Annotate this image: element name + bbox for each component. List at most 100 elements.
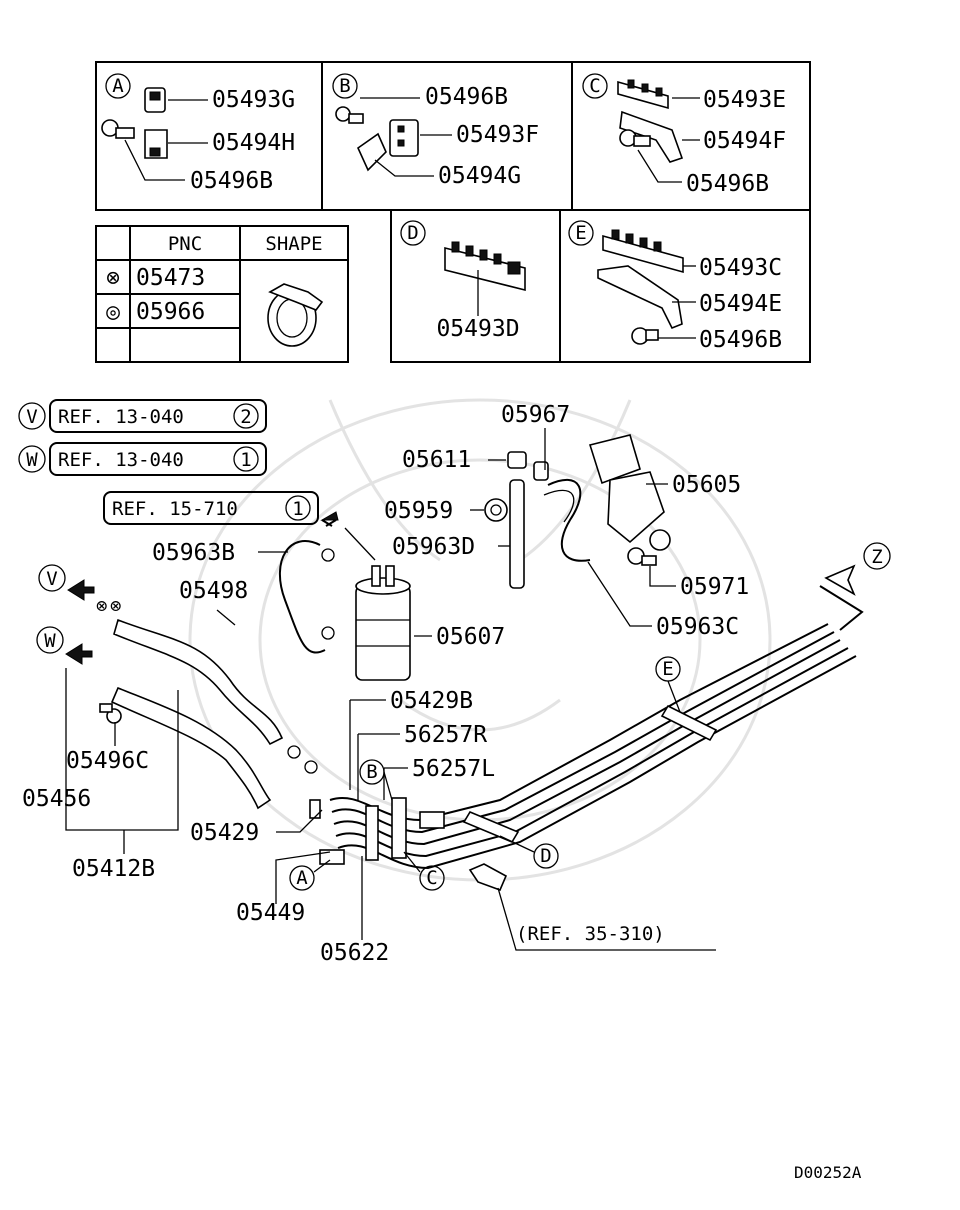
marker-letter: D bbox=[540, 845, 551, 867]
detail-box-e: E 05493C 05494E 05496B bbox=[568, 220, 782, 353]
bracket-part-icon bbox=[356, 132, 387, 172]
pnc-symbol-dot: ◎ bbox=[106, 299, 120, 325]
callout-05611: 05611 bbox=[402, 447, 471, 473]
callout-05429: 05429 bbox=[190, 820, 259, 846]
marker-d bbox=[533, 843, 559, 869]
reference-tag-15-710: REF. 15-710 1 bbox=[103, 491, 319, 525]
part-label: 05493E bbox=[703, 87, 786, 113]
bracket-part-icon bbox=[597, 265, 683, 330]
part-label: 05493D bbox=[436, 316, 519, 342]
arrow-to-z-icon bbox=[824, 564, 856, 596]
callout-05412b: 05412B bbox=[72, 856, 155, 882]
marker-letter: C bbox=[426, 867, 437, 889]
detail-box-c: C 05493E 05494F 05496B bbox=[582, 73, 786, 197]
connector-05611 bbox=[507, 451, 549, 481]
ref-letter: V bbox=[26, 406, 37, 428]
table-header-pnc: PNC bbox=[168, 233, 202, 255]
marker-letter: Z bbox=[871, 546, 882, 568]
part-label: 05493F bbox=[456, 122, 539, 148]
pipe-05963d bbox=[509, 479, 525, 589]
clamp-marker-icon bbox=[304, 760, 318, 774]
reference-tag-w: W REF. 13-040 1 bbox=[18, 442, 267, 476]
marker-z bbox=[863, 542, 891, 570]
detail-letter-b: B bbox=[339, 75, 350, 97]
table-header-shape: SHAPE bbox=[265, 233, 322, 255]
bolt-part-icon bbox=[631, 327, 659, 345]
part-label: 05494E bbox=[699, 291, 782, 317]
part-label: 05496B bbox=[686, 171, 769, 197]
ref-text: REF. 13-040 bbox=[58, 406, 184, 428]
clamp-block-part-icon bbox=[444, 241, 526, 292]
pnc-shape-table: PNC SHAPE ⊗ 05473 ◎ 05966 bbox=[95, 225, 349, 363]
detail-letter-e: E bbox=[575, 222, 586, 244]
callout-05963b: 05963B bbox=[152, 540, 235, 566]
callout-05971: 05971 bbox=[680, 574, 749, 600]
callout-05605: 05605 bbox=[672, 472, 741, 498]
part-label: 05496B bbox=[190, 168, 273, 194]
arrow-to-v-icon bbox=[67, 579, 95, 601]
callout-56257r: 56257R bbox=[404, 722, 487, 748]
hose-05963b bbox=[279, 540, 326, 654]
bracket-part-icon bbox=[619, 110, 684, 163]
callout-56257l: 56257L bbox=[412, 756, 495, 782]
bracket-part-icon bbox=[144, 129, 168, 159]
clamp-cross-marker-icon: ⊗ bbox=[110, 595, 121, 617]
clamp-cross-marker-icon: ⊗ bbox=[96, 595, 107, 617]
callout-05429b: 05429B bbox=[390, 688, 473, 714]
marker-letter: E bbox=[662, 658, 673, 680]
clamp-marker-icon bbox=[321, 626, 335, 640]
marker-v bbox=[38, 564, 66, 592]
part-label: 05494H bbox=[212, 130, 295, 156]
part-label: 05493C bbox=[699, 255, 782, 281]
bolt-05971 bbox=[627, 547, 657, 566]
ref-number: 1 bbox=[292, 498, 303, 520]
canister-bracket-05605 bbox=[588, 434, 671, 551]
detail-box-d: D 05493D bbox=[400, 220, 526, 342]
ref-text: REF. 13-040 bbox=[58, 449, 184, 471]
callout-05607: 05607 bbox=[436, 624, 505, 650]
hose-05412b bbox=[110, 686, 272, 810]
tube-clip-e bbox=[660, 704, 718, 742]
detail-box-a: A 05493G 05494H 05496B bbox=[101, 73, 295, 194]
leader-lines bbox=[65, 428, 716, 951]
marker-letter: B bbox=[366, 761, 377, 783]
clamp-marker-icon bbox=[287, 745, 301, 759]
clamp-block-part-icon bbox=[389, 119, 419, 157]
callout-05456: 05456 bbox=[22, 786, 91, 812]
marker-a bbox=[289, 865, 315, 891]
bolt-part-icon bbox=[335, 106, 364, 124]
callout-05963d: 05963D bbox=[392, 534, 475, 560]
callout-05967: 05967 bbox=[501, 402, 570, 428]
fuel-filter-canister bbox=[355, 565, 411, 681]
hose-clamp-shape-icon bbox=[267, 283, 324, 347]
marker-letter: A bbox=[296, 867, 308, 889]
callout-05963c: 05963C bbox=[656, 614, 739, 640]
marker-w bbox=[36, 626, 64, 654]
marker-letter: V bbox=[46, 568, 57, 590]
detail-letter-d: D bbox=[407, 222, 418, 244]
part-label: 05496B bbox=[699, 327, 782, 353]
detail-letter-c: C bbox=[589, 75, 600, 97]
bolt-05496c bbox=[99, 703, 122, 724]
detail-box-row2-frame bbox=[390, 209, 811, 363]
detail-box-b: B 05496B 05493F 05494G bbox=[332, 73, 539, 189]
reference-35-310: (REF. 35-310) bbox=[516, 923, 665, 945]
part-label: 05493G bbox=[212, 87, 295, 113]
bracket-part-icon bbox=[468, 863, 508, 892]
bolt-part-icon bbox=[101, 119, 135, 139]
part-label: 05496B bbox=[425, 84, 508, 110]
part-label: 05494G bbox=[438, 163, 521, 189]
ref-text: REF. 15-710 bbox=[112, 498, 238, 520]
marker-letter: W bbox=[44, 630, 56, 652]
pnc-symbol-cross: ⊗ bbox=[106, 265, 120, 291]
pnc-value: 05966 bbox=[136, 299, 205, 325]
arrow-head-icon bbox=[320, 511, 339, 521]
part-label: 05494F bbox=[703, 128, 786, 154]
nut-05959 bbox=[484, 498, 508, 522]
tube-clamp-cluster bbox=[309, 797, 445, 865]
hose-05498 bbox=[113, 618, 284, 746]
pnc-value: 05473 bbox=[136, 265, 205, 291]
ref-number: 1 bbox=[240, 449, 251, 471]
